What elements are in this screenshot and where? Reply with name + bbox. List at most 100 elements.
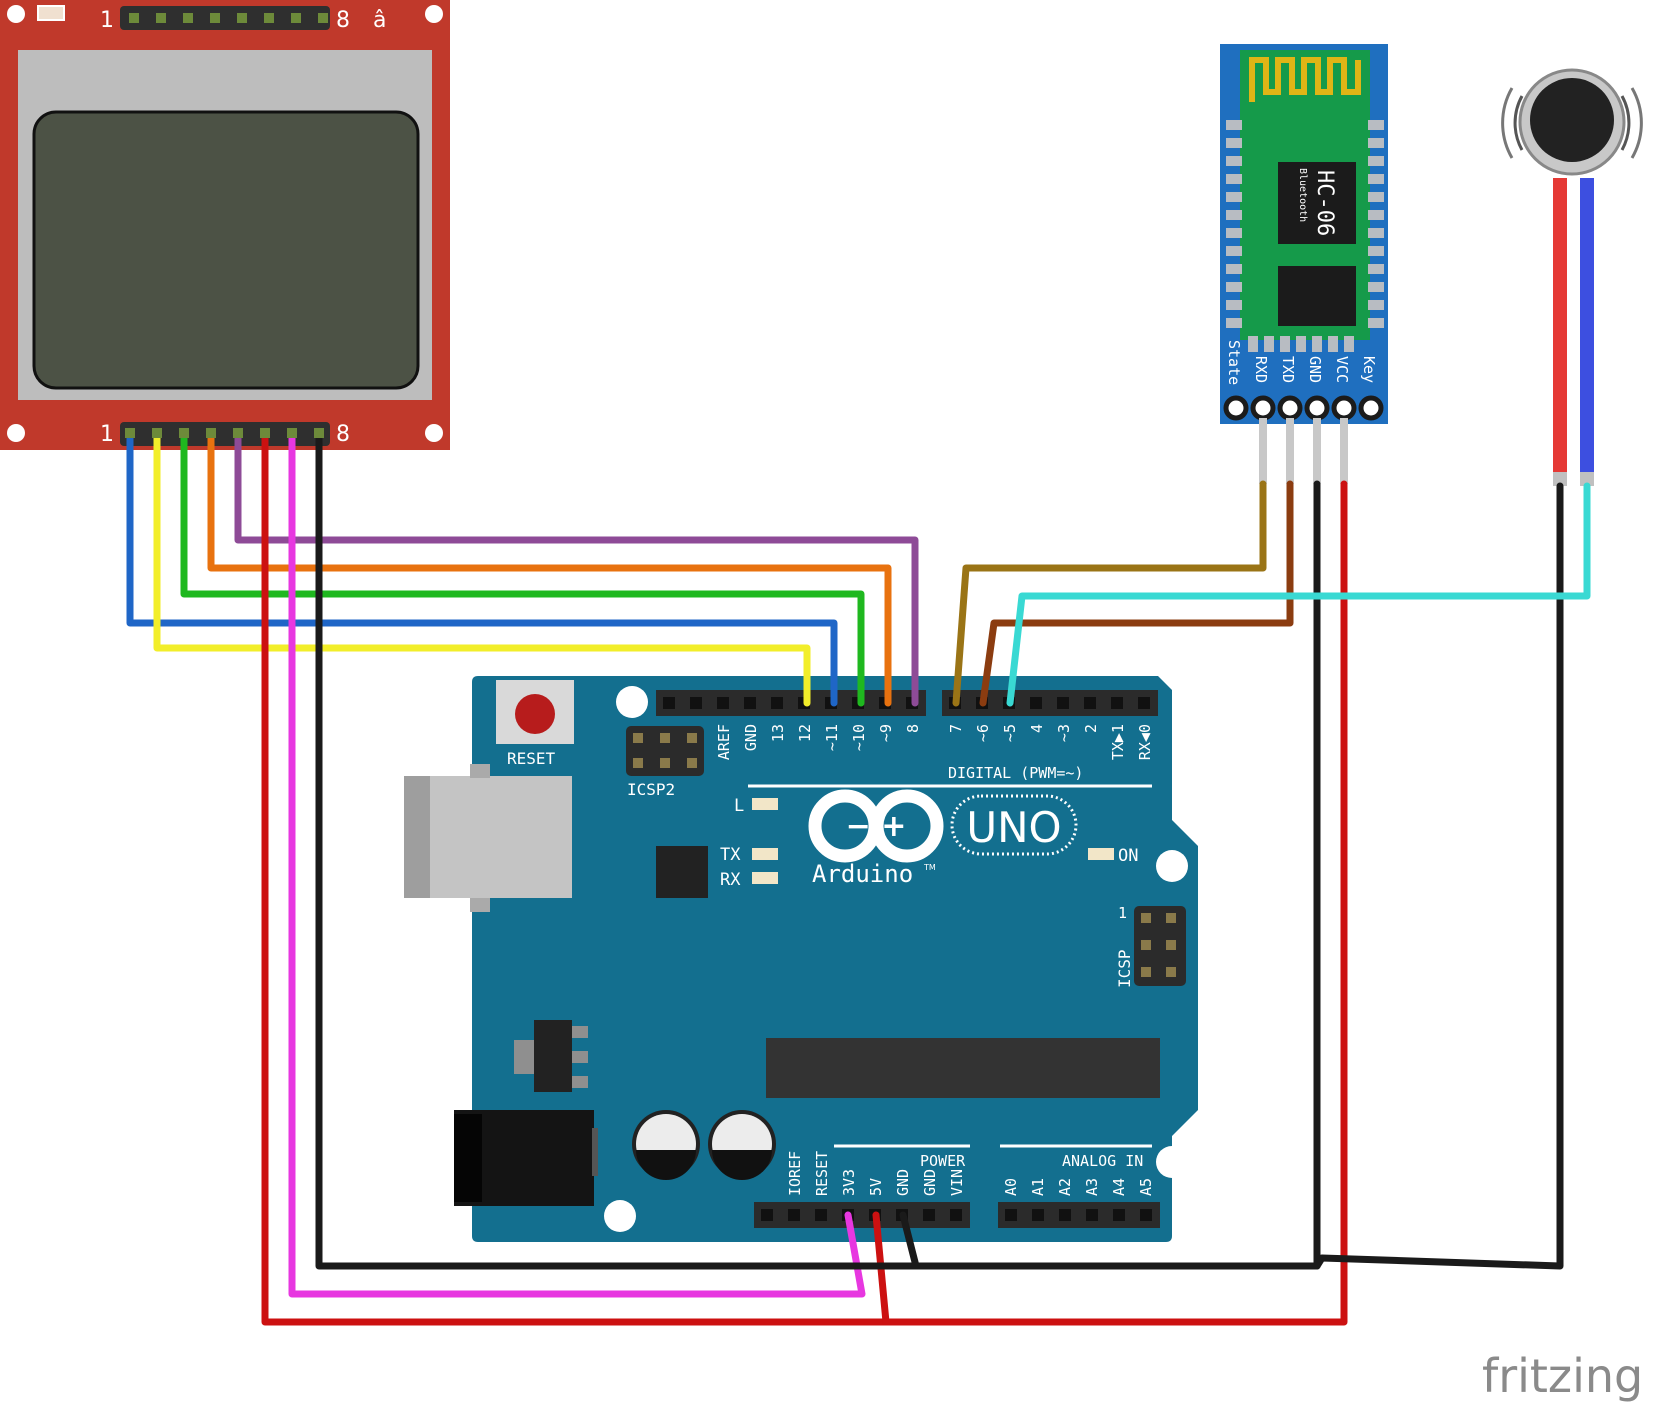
board-mount-hole bbox=[1156, 850, 1188, 882]
hc06-pin-label: GND bbox=[1306, 356, 1324, 383]
lcd-top-pin1-label: 1 bbox=[100, 8, 114, 33]
lcd-led-icon bbox=[37, 5, 65, 21]
lcd-mount-hole bbox=[7, 424, 25, 442]
hc06-pin-label: VCC bbox=[1333, 356, 1351, 383]
motor-face bbox=[1530, 78, 1614, 162]
arduino-logo: − + Arduino TM bbox=[808, 789, 944, 888]
uno-text: UNO bbox=[966, 803, 1061, 852]
wire-arduino-gnd-black bbox=[899, 1211, 920, 1270]
lcd-bottom-header bbox=[120, 422, 330, 446]
analog-header-pins bbox=[1005, 1209, 1152, 1221]
vibration-arc bbox=[1513, 95, 1524, 151]
logo-text: Arduino bbox=[812, 860, 913, 888]
hc06-pin-label: RXD bbox=[1252, 356, 1270, 383]
wire-bt-rxd-olive bbox=[952, 480, 1267, 707]
hc06-pin-label: TXD bbox=[1279, 356, 1297, 383]
hc06-pin-label: State bbox=[1225, 340, 1243, 385]
led-l-label: L bbox=[734, 796, 744, 816]
digital-pin-label: ~9 bbox=[877, 724, 895, 742]
hc06-pin-labels: State RXD TXD GND VCC Key bbox=[1225, 340, 1378, 385]
led-on bbox=[1088, 848, 1114, 860]
power-pin-label: IOREF bbox=[786, 1151, 804, 1196]
power-jack-edge bbox=[592, 1128, 598, 1176]
digital-header-right bbox=[942, 690, 1158, 716]
wire-lcd-pin2-yellow bbox=[153, 428, 811, 707]
reset-label: RESET bbox=[507, 749, 556, 768]
lcd-bottom-pin8-label: 8 bbox=[336, 422, 350, 447]
led-rx-label: RX bbox=[720, 870, 741, 890]
lcd-bottom-pins bbox=[125, 428, 324, 438]
hc06-castellations bbox=[1226, 120, 1384, 352]
usb-port bbox=[404, 776, 572, 898]
analog-pin-label: A2 bbox=[1056, 1178, 1074, 1196]
hc06-pin-label: Key bbox=[1360, 356, 1378, 383]
analog-pin-label: A4 bbox=[1110, 1178, 1128, 1196]
wire-lcd-pin1-blue bbox=[126, 428, 838, 707]
power-title: POWER bbox=[920, 1152, 966, 1170]
led-l bbox=[752, 798, 778, 810]
capacitor bbox=[708, 1110, 776, 1180]
logo-tm: TM bbox=[923, 863, 936, 872]
reset-button-cap[interactable] bbox=[515, 694, 555, 734]
voltage-regulator bbox=[534, 1020, 572, 1092]
hc06-chip bbox=[1278, 162, 1356, 244]
vibration-arc bbox=[1630, 87, 1643, 159]
digital-pin-label: 4 bbox=[1028, 724, 1046, 733]
analog-pin-label: A0 bbox=[1002, 1178, 1020, 1196]
digital-pin-label: RX◀0 bbox=[1136, 724, 1154, 760]
lcd-mount-hole bbox=[425, 424, 443, 442]
wire-bt-txd-brown bbox=[979, 480, 1294, 707]
digital-pin-label: ~5 bbox=[1001, 724, 1019, 742]
wire-lcd-pin3-green bbox=[180, 428, 865, 707]
analog-header bbox=[998, 1202, 1160, 1228]
lcd-top-pins bbox=[129, 13, 328, 23]
digital-pin-label: 2 bbox=[1082, 724, 1100, 733]
power-header bbox=[754, 1202, 970, 1228]
lcd-top-header bbox=[120, 6, 330, 30]
digital-pin-label: GND bbox=[742, 724, 760, 751]
lcd-module: 1 8 â 1 8 bbox=[0, 0, 450, 450]
microcontroller bbox=[766, 1038, 1160, 1098]
lcd-top-glyph: â bbox=[373, 8, 386, 33]
board-mount-hole bbox=[1156, 1146, 1188, 1178]
board-mount-hole bbox=[604, 1200, 636, 1232]
bluetooth-module: HC-06 Bluetooth State RXD TXD GND VCC Ke… bbox=[1220, 44, 1388, 484]
wire-bt-vcc-red bbox=[882, 480, 1348, 1326]
digital-pin-label: TX▶1 bbox=[1109, 724, 1127, 760]
digital-pin-label: AREF bbox=[715, 724, 733, 760]
hc06-chip-2 bbox=[1278, 266, 1356, 326]
capacitor bbox=[632, 1110, 700, 1180]
regulator-pins bbox=[572, 1026, 588, 1088]
analog-pin-label: A5 bbox=[1137, 1178, 1155, 1196]
power-pin-label: RESET bbox=[813, 1151, 831, 1196]
led-tx bbox=[752, 848, 778, 860]
power-pin-labels: IOREF RESET 3V3 5V GND GND VIN bbox=[786, 1151, 966, 1196]
usb-port-tab bbox=[470, 898, 490, 912]
lcd-mount-hole bbox=[425, 5, 443, 23]
lcd-bottom-pin1-label: 1 bbox=[100, 422, 114, 447]
vibration-arc bbox=[1501, 87, 1514, 159]
wire-motor-gnd-black bbox=[1313, 482, 1564, 1270]
icsp-header bbox=[1134, 906, 1186, 986]
logo-loop-right bbox=[870, 789, 944, 863]
usb-chip bbox=[656, 846, 708, 898]
digital-pin-label: 12 bbox=[796, 724, 814, 742]
hc06-chip-sublabel: Bluetooth bbox=[1297, 168, 1308, 222]
led-rx bbox=[752, 872, 778, 884]
power-pin-label: VIN bbox=[948, 1169, 966, 1196]
analog-pin-label: A3 bbox=[1083, 1178, 1101, 1196]
led-on-label: ON bbox=[1118, 846, 1138, 866]
wire-lcd-gnd-black bbox=[315, 428, 1320, 1270]
hc06-leads bbox=[1259, 418, 1348, 484]
digital-pin-label: ~3 bbox=[1055, 724, 1073, 742]
usb-port-edge bbox=[404, 776, 430, 898]
icsp-pins bbox=[1141, 913, 1176, 977]
wire-lcd-light-magenta bbox=[288, 428, 866, 1298]
digital-pin-label: 8 bbox=[904, 724, 922, 733]
icsp-pin1-label: 1 bbox=[1118, 904, 1127, 922]
hc06-chip-label: HC-06 bbox=[1312, 170, 1337, 236]
icsp-label: ICSP bbox=[1115, 949, 1134, 988]
fritzing-watermark: fritzing bbox=[1482, 1349, 1643, 1403]
digital-pin-labels: AREF GND 13 12 ~11 ~10 ~9 8 7 ~6 ~5 4 ~3… bbox=[715, 724, 1154, 760]
uno-badge bbox=[950, 794, 1078, 856]
